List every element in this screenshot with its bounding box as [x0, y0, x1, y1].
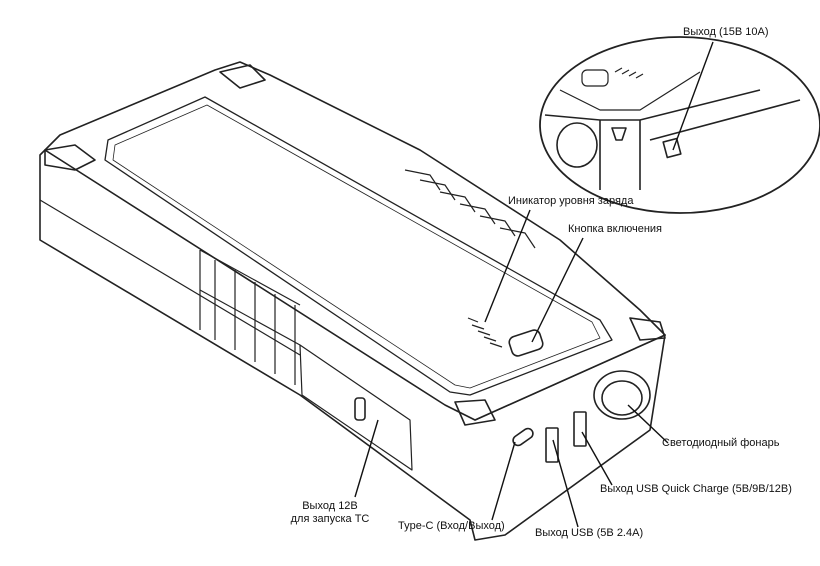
label-output-15v: Выход (15В 10А)	[683, 26, 769, 38]
corner-bumper	[454, 399, 496, 426]
output-12v-cover	[299, 344, 413, 471]
charge-indicator	[467, 317, 503, 348]
corner-bumper	[44, 144, 96, 171]
device-top-face	[44, 61, 666, 421]
usb-qc-port	[573, 411, 587, 447]
label-power-button: Кнопка включения	[568, 223, 663, 235]
label-output-12v-line1: Выход 12В	[302, 500, 358, 512]
power-button	[508, 329, 544, 357]
corner-bumper	[219, 64, 266, 89]
corner-bumper	[629, 317, 666, 341]
grip-ribs-top	[404, 169, 536, 249]
label-output-12v: Выход 12В для запуска ТС	[290, 500, 370, 526]
label-usb-qc: Выход USB Quick Charge (5В/9В/12В)	[600, 483, 792, 495]
leader-lines	[354, 41, 714, 528]
output-15v-port	[662, 137, 682, 159]
detail-inset	[539, 36, 820, 214]
flashlight-lens	[593, 370, 651, 420]
grip-ribs-side	[39, 199, 301, 385]
output-12v-latch	[354, 397, 366, 421]
label-output-12v-line2: для запуска ТС	[290, 513, 370, 525]
top-panel	[104, 96, 613, 396]
label-flashlight: Светодиодный фонарь	[662, 437, 780, 449]
label-usb: Выход USB (5В 2.4А)	[535, 527, 644, 539]
label-charge-indicator: Иникатор уровня заряда	[508, 195, 634, 207]
label-type-c: Type-C (Вход/Выход)	[398, 520, 505, 532]
usb-port	[545, 427, 559, 463]
